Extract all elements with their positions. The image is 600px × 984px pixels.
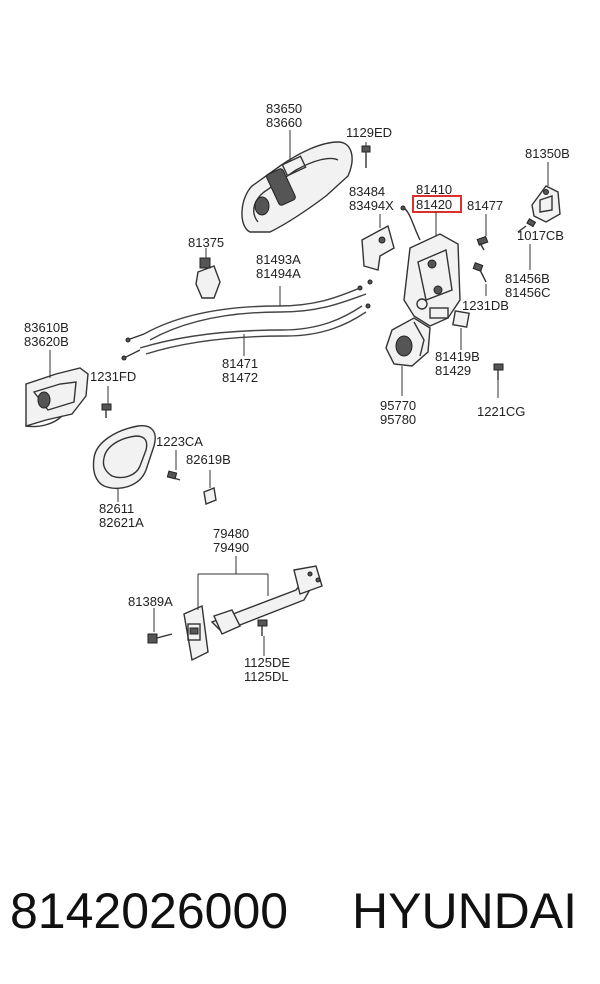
label-81477: 81477: [467, 198, 503, 213]
pad-81419B: [452, 310, 470, 328]
label-1129ED: 1129ED: [346, 125, 392, 140]
label-82621A: 82621A: [99, 515, 144, 530]
label-79490: 79490: [213, 540, 249, 555]
label-79480: 79480: [213, 526, 249, 541]
inside-door-handle: [25, 367, 89, 428]
label-81429: 81429: [435, 363, 471, 378]
screw-1231DB: [472, 262, 487, 283]
striker-81350B: [531, 185, 561, 223]
clip-81375: [195, 257, 221, 299]
cable-81471: [121, 303, 371, 361]
screw-1223CA: [166, 470, 181, 481]
label-1125DE: 1125DE: [244, 655, 290, 670]
highlight-box-81420: [412, 195, 462, 213]
label-1125DL: 1125DL: [244, 669, 289, 684]
screw-81477: [476, 235, 489, 251]
screw-1231FD: [101, 403, 112, 418]
screw-1221CG: [493, 363, 504, 380]
outside-door-handle: [241, 141, 353, 233]
label-82619B: 82619B: [186, 452, 231, 467]
label-81375: 81375: [188, 235, 224, 250]
label-1231FD: 1231FD: [90, 369, 136, 384]
door-latch-assembly: [403, 233, 461, 327]
label-81419B: 81419B: [435, 349, 480, 364]
inside-handle-bezel: [92, 425, 156, 489]
part-number: 8142026000: [10, 883, 288, 939]
label-81410: 81410: [416, 182, 452, 197]
label-83660: 83660: [266, 115, 302, 130]
bolt-1017CB: [517, 218, 537, 233]
label-1231DB: 1231DB: [462, 298, 509, 313]
label-81456B: 81456B: [505, 271, 550, 286]
bolt-81389A: [147, 633, 173, 644]
brand-name: HYUNDAI: [352, 883, 577, 939]
cap-82619B: [203, 487, 217, 505]
label-1223CA: 1223CA: [156, 434, 203, 449]
door-lock-actuator: [385, 317, 431, 367]
label-81420: 81420: [416, 197, 452, 212]
label-81471: 81471: [222, 356, 258, 371]
label-83484: 83484: [349, 184, 385, 199]
label-81472: 81472: [222, 370, 258, 385]
screw-1129ED: [361, 145, 371, 168]
label-83494X: 83494X: [349, 198, 394, 213]
label-83650: 83650: [266, 101, 302, 116]
door-checker-79480: [183, 565, 323, 662]
label-83620B: 83620B: [24, 334, 69, 349]
label-81389A: 81389A: [128, 594, 173, 609]
label-1017CB: 1017CB: [517, 228, 564, 243]
label-83610B: 83610B: [24, 320, 69, 335]
label-95770: 95770: [380, 398, 416, 413]
label-81494A: 81494A: [256, 266, 301, 281]
screw-1125DE: [257, 619, 268, 636]
label-81493A: 81493A: [256, 252, 301, 267]
label-95780: 95780: [380, 412, 416, 427]
label-1221CG: 1221CG: [477, 404, 525, 419]
label-82611: 82611: [99, 501, 134, 516]
label-81456C: 81456C: [505, 285, 551, 300]
cable-81493A: [125, 279, 373, 343]
bracket-83484: [361, 224, 395, 271]
latch-rod-81420: [403, 207, 421, 241]
label-81350B: 81350B: [525, 146, 570, 161]
